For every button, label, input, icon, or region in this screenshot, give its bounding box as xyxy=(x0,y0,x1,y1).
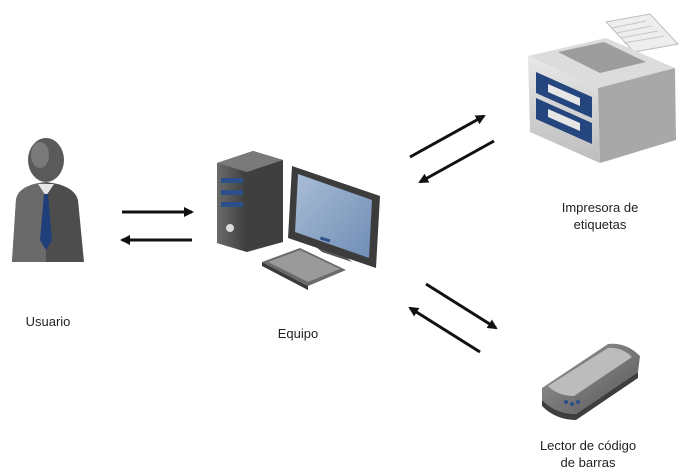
arrows-computer-printer xyxy=(409,114,495,184)
arrows-user-computer xyxy=(120,207,194,245)
scanner-label: Lector de código de barras xyxy=(526,437,650,471)
scanner-label-line-1: Lector de código xyxy=(539,438,637,453)
computer-label: Equipo xyxy=(277,326,319,341)
user-label: Usuario xyxy=(25,314,71,329)
arrow-computer-to-printer xyxy=(409,114,486,159)
arrow-computer-to-scanner xyxy=(425,282,498,330)
desktop-computer-icon xyxy=(217,151,380,290)
user-icon xyxy=(12,138,84,262)
printer-label-line-1: Impresora de xyxy=(561,200,639,215)
barcode-scanner-icon xyxy=(542,343,640,420)
label-printer-icon xyxy=(528,13,679,163)
arrows-computer-scanner xyxy=(408,282,498,354)
arrow-scanner-to-computer xyxy=(408,306,481,354)
arrow-printer-to-computer xyxy=(418,139,495,184)
printer-label: Impresora de etiquetas xyxy=(548,199,652,233)
printer-label-line-2: etiquetas xyxy=(573,217,627,232)
scanner-label-line-2: de barras xyxy=(560,455,616,470)
